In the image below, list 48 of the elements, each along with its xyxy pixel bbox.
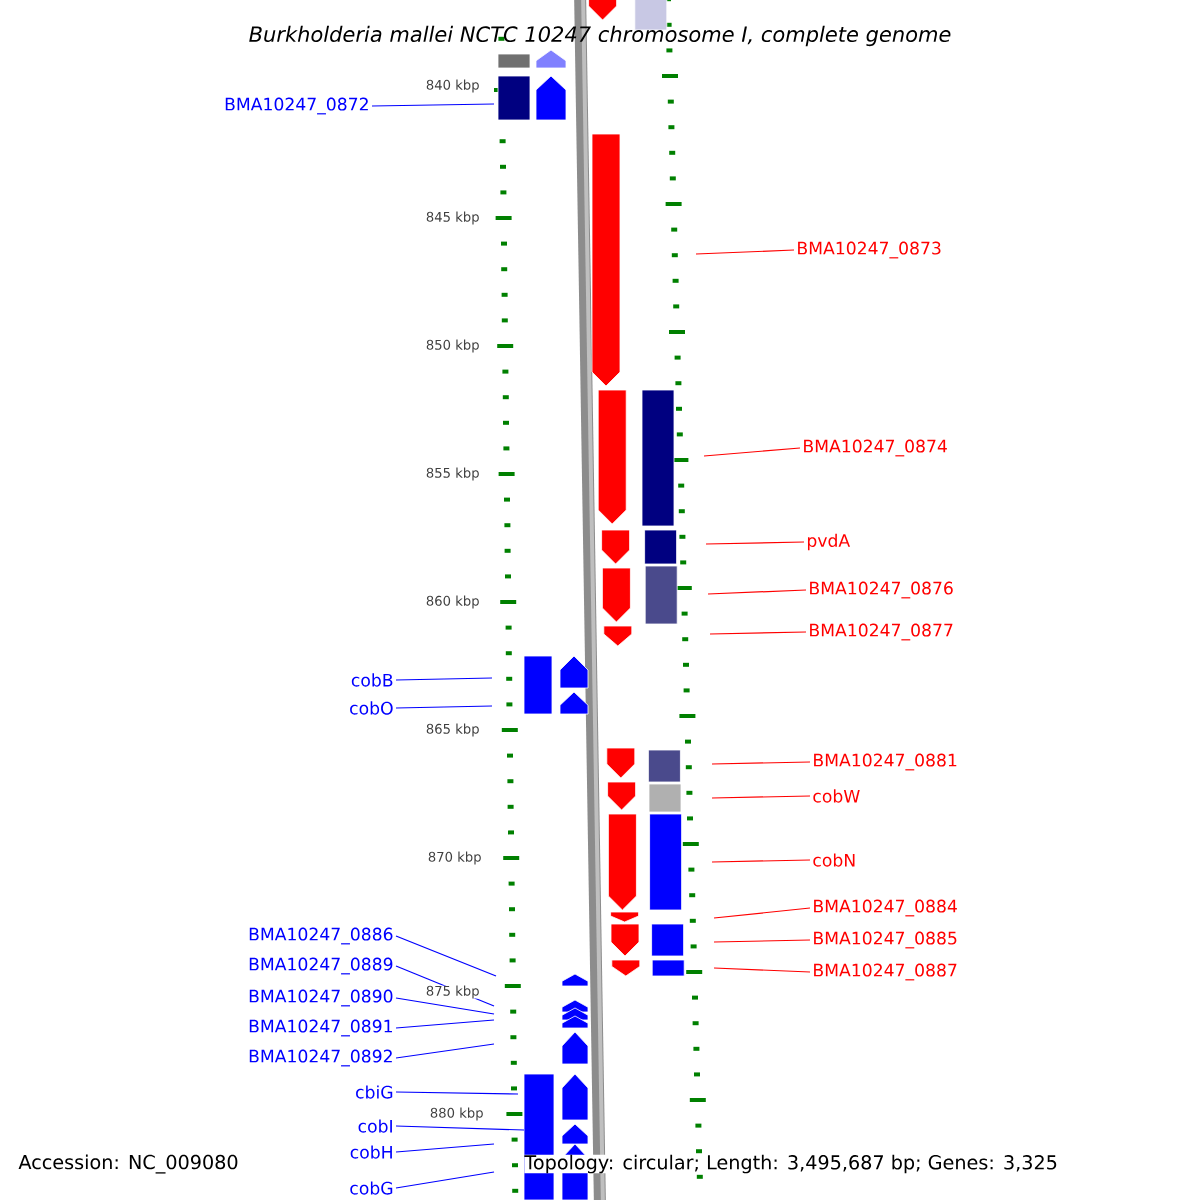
leader-line [395, 997, 495, 1015]
leader-line [395, 1171, 495, 1189]
gene-label: BMA10247_0890 [249, 989, 393, 1007]
gene-label: cobN [813, 853, 855, 867]
gene-label: BMA10247_0889 [249, 957, 393, 975]
gene-label: cbiG [356, 1085, 393, 1099]
gene-label: cobW [813, 789, 860, 803]
leader-line [395, 1125, 525, 1131]
genome-info-text: Topology: circular; Length: 3,495,687 bp; Genes: 3,325 [524, 1154, 1058, 1174]
gene-label: BMA10247_0873 [798, 241, 941, 259]
gene-label: cobI [358, 1119, 392, 1133]
leader-line [395, 1143, 495, 1153]
gene-label: BMA10247_0876 [810, 581, 953, 599]
leader-line [709, 631, 807, 635]
gene-label: cobO [350, 701, 393, 715]
leader-line [713, 939, 811, 943]
gene-label: pvdA [808, 533, 851, 551]
leader-line [711, 795, 811, 799]
leader-line [705, 541, 805, 545]
leader-line [395, 1019, 495, 1029]
leader-line [711, 859, 811, 863]
gene-label: BMA10247_0881 [814, 753, 957, 771]
gene-label: BMA10247_0886 [249, 927, 393, 945]
gene-label: BMA10247_0887 [814, 963, 957, 981]
leader-line [395, 677, 493, 681]
leader-line [395, 935, 497, 977]
leader-line [395, 1043, 495, 1059]
leader-line [713, 967, 811, 973]
gene-label: BMA10247_0872 [225, 97, 368, 115]
gene-label: BMA10247_0885 [814, 931, 957, 949]
leader-line [703, 447, 801, 457]
leader-line [371, 103, 495, 107]
gene-label: BMA10247_0874 [804, 439, 947, 457]
gene-label: BMA10247_0892 [249, 1049, 392, 1067]
leader-line [707, 589, 807, 595]
gene-label: cobB [351, 673, 393, 687]
accession-text: Accession: NC_009080 [18, 1154, 238, 1174]
gene-label: BMA10247_0877 [810, 623, 953, 641]
leader-line [395, 1091, 519, 1095]
gene-label: BMA10247_0884 [814, 899, 957, 917]
gene-label: cobH [350, 1145, 392, 1159]
title: Burkholderia mallei NCTC 10247 chromosome I, complete genome [249, 25, 951, 47]
leader-line [711, 761, 811, 765]
leader-line [695, 249, 795, 255]
gene-label: cobG [350, 1181, 393, 1195]
leader-line [395, 705, 493, 709]
leader-line [713, 907, 811, 919]
gene-label: BMA10247_0891 [249, 1019, 392, 1037]
